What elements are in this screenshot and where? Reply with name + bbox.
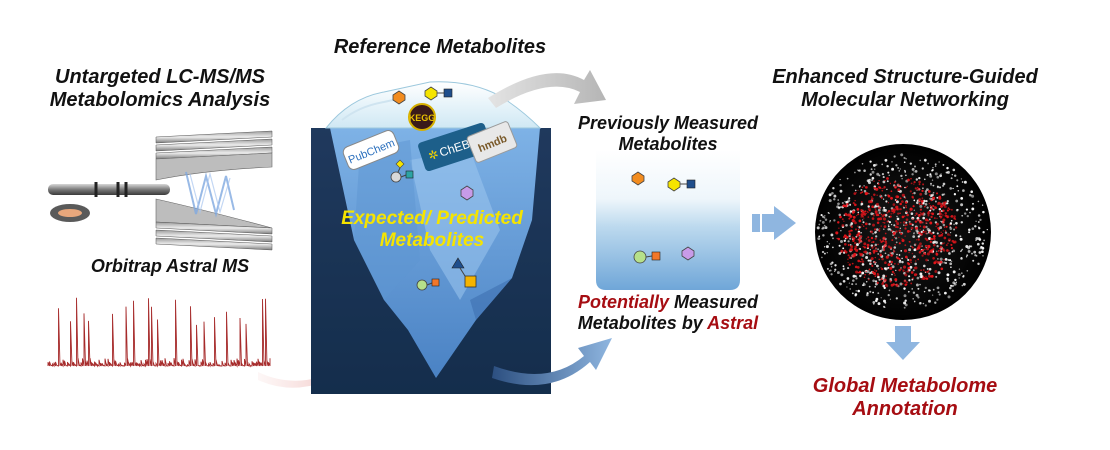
arrow-icon [488, 70, 606, 108]
potentially-measured-label: Potentially Measured Metabolites by Astr… [560, 292, 776, 333]
potentially-rest: Measured [668, 292, 759, 312]
svg-text:✲: ✲ [426, 147, 440, 163]
output-label: Global Metabolome Annotation [780, 375, 1030, 421]
output-label-line2: Annotation [852, 398, 958, 420]
metabolites-by: Metabolites by [577, 312, 708, 333]
left-title-line1: Untargeted LC-MS/MS [55, 66, 265, 88]
right-title-line2: Molecular Networking [801, 89, 1009, 111]
center-title: Reference Metabolites [333, 36, 547, 58]
kegg-logo: KEGG [408, 103, 436, 131]
output-label-line1: Global Metabolome [812, 375, 998, 397]
arrow-icon [886, 326, 920, 360]
right-title: Enhanced Structure-Guided Molecular Netw… [760, 66, 1050, 112]
previously-measured-line2: Metabolites [618, 133, 718, 154]
iceberg-label-line2: Metabolites [379, 229, 485, 251]
metabolite-glyphs [390, 86, 477, 291]
left-title-line2: Metabolomics Analysis [49, 89, 271, 111]
iceberg-label-line1: Expected/ Predicted [341, 208, 523, 229]
kegg-logo-text: KEGG [409, 113, 436, 123]
astral-emph: Astral [707, 312, 759, 333]
arrow-icon [752, 206, 796, 240]
spectrum-icon [47, 297, 271, 368]
iceberg-icon [311, 81, 551, 394]
instrument-label: Orbitrap Astral MS [90, 256, 250, 276]
previously-measured-line1: Previously Measured [577, 113, 759, 133]
previously-measured-label: Previously Measured Metabolites [556, 113, 780, 154]
left-title: Untargeted LC-MS/MS Metabolomics Analysi… [30, 66, 290, 112]
arrow-icon [492, 338, 612, 386]
network-icon [815, 144, 991, 320]
mass-spectrometer-icon [48, 130, 273, 251]
hmdb-logo: hmdb [466, 121, 518, 163]
spectrum-trace [47, 297, 271, 368]
right-title-line1: Enhanced Structure-Guided [772, 66, 1038, 88]
iceberg-label: Expected/ Predicted Metabolites [312, 208, 552, 252]
potentially-emph: Potentially [577, 292, 669, 312]
beaker-icon [596, 150, 740, 290]
